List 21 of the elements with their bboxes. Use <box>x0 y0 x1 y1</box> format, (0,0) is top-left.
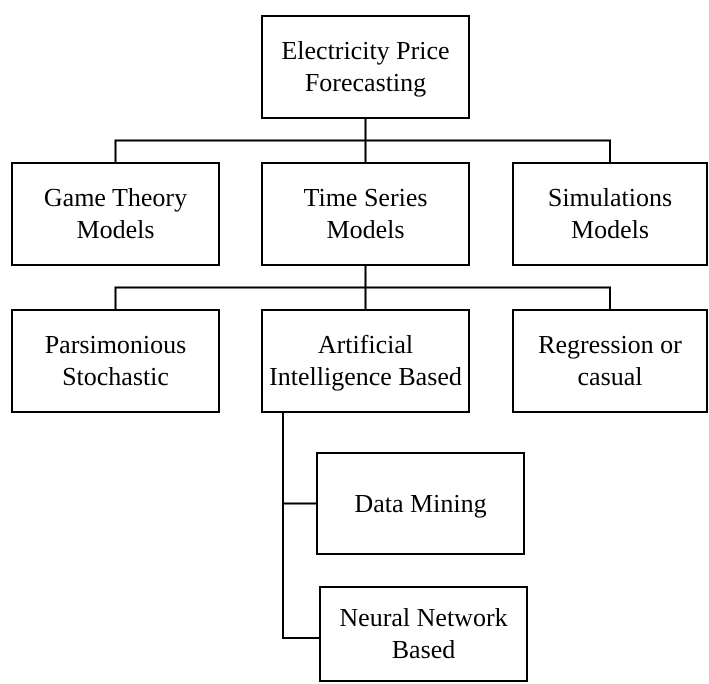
category-box <box>11 309 220 413</box>
box-label: Parsimonious Stochastic <box>44 329 188 393</box>
category-box <box>316 452 525 555</box>
category-box <box>261 309 470 413</box>
category-box <box>319 586 528 682</box>
box-label: Regression or casual <box>537 329 683 393</box>
box-label: Game Theory Models <box>42 182 188 246</box>
box-label: Neural Network Based <box>338 602 509 666</box>
box-label: Time Series Models <box>302 182 428 246</box>
connector-line <box>282 413 319 639</box>
category-box <box>512 309 708 413</box>
connector-line <box>364 266 611 309</box>
box-label: Artificial Intelligence Based <box>268 329 463 393</box>
category-box <box>261 15 470 119</box>
box-label: Simulations Models <box>546 182 674 246</box>
connector-line <box>364 119 611 162</box>
category-box <box>11 162 220 266</box>
category-box <box>261 162 470 266</box>
box-label: Electricity Price Forecasting <box>280 35 451 99</box>
category-box <box>512 162 708 266</box>
box-label: Data Mining <box>354 488 487 520</box>
